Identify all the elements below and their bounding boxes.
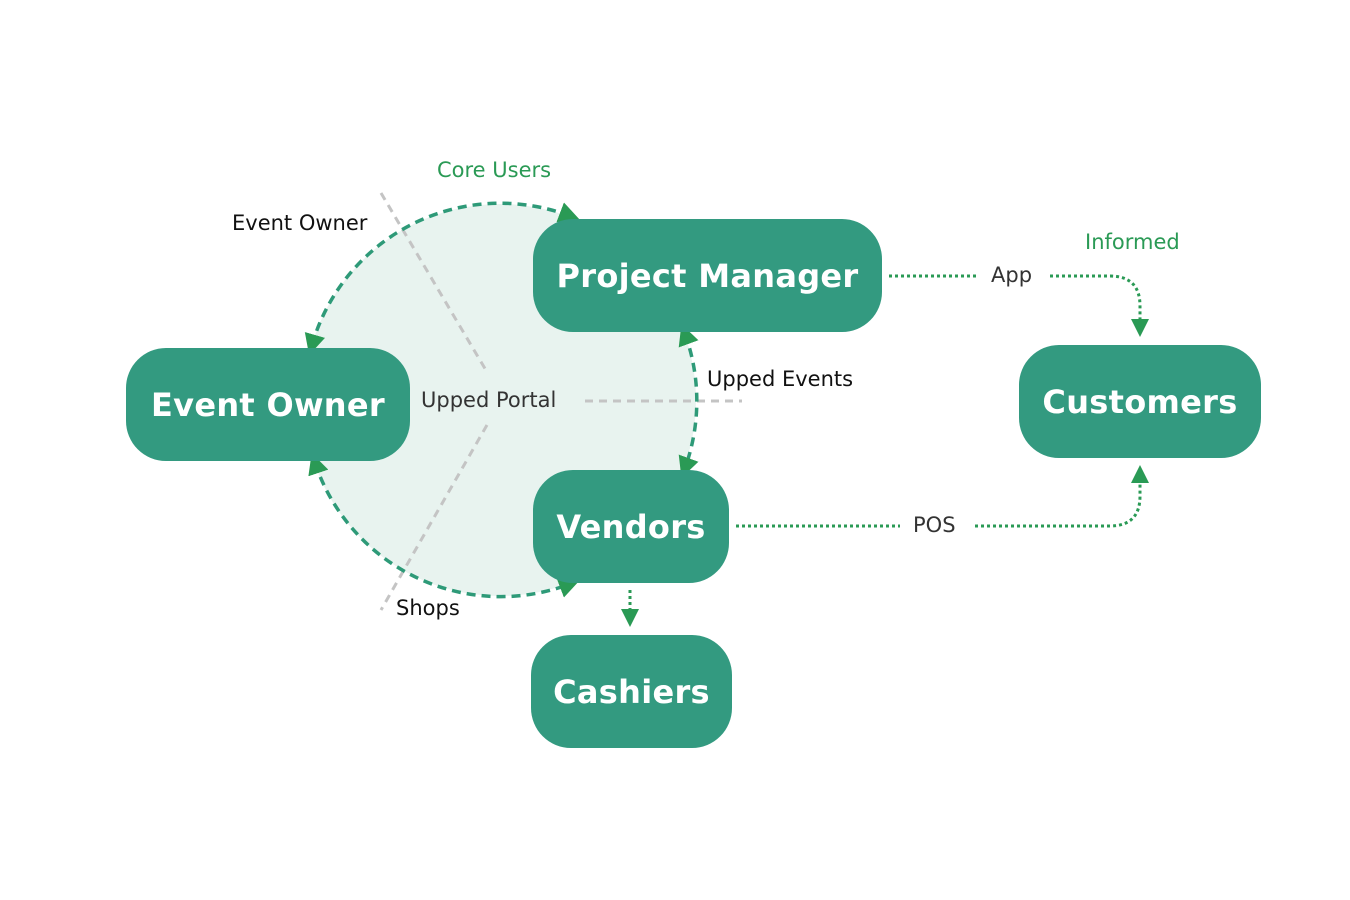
label-event-owner-sector: Event Owner xyxy=(232,211,368,235)
label-upped-portal: Upped Portal xyxy=(421,388,557,412)
arc-event-owner-to-vendors xyxy=(308,453,580,599)
label-upped-events: Upped Events xyxy=(707,367,854,391)
node-cashiers[interactable]: Cashiers xyxy=(531,635,732,748)
label-pos: POS xyxy=(913,513,956,537)
label-app: App xyxy=(991,263,1033,287)
label-informed: Informed xyxy=(1085,230,1180,254)
node-vendors[interactable]: Vendors xyxy=(533,470,729,583)
pos-connector-right xyxy=(975,465,1149,528)
label-shops: Shops xyxy=(396,596,460,620)
arc-project-manager-to-vendors xyxy=(678,324,699,478)
app-connector-right xyxy=(1050,274,1149,337)
node-event-owner[interactable]: Event Owner xyxy=(126,348,410,461)
label-core-users: Core Users xyxy=(437,158,552,182)
node-customers[interactable]: Customers xyxy=(1019,345,1261,458)
arc-event-owner-to-project-manager xyxy=(304,201,580,356)
node-project-manager[interactable]: Project Manager xyxy=(533,219,882,332)
